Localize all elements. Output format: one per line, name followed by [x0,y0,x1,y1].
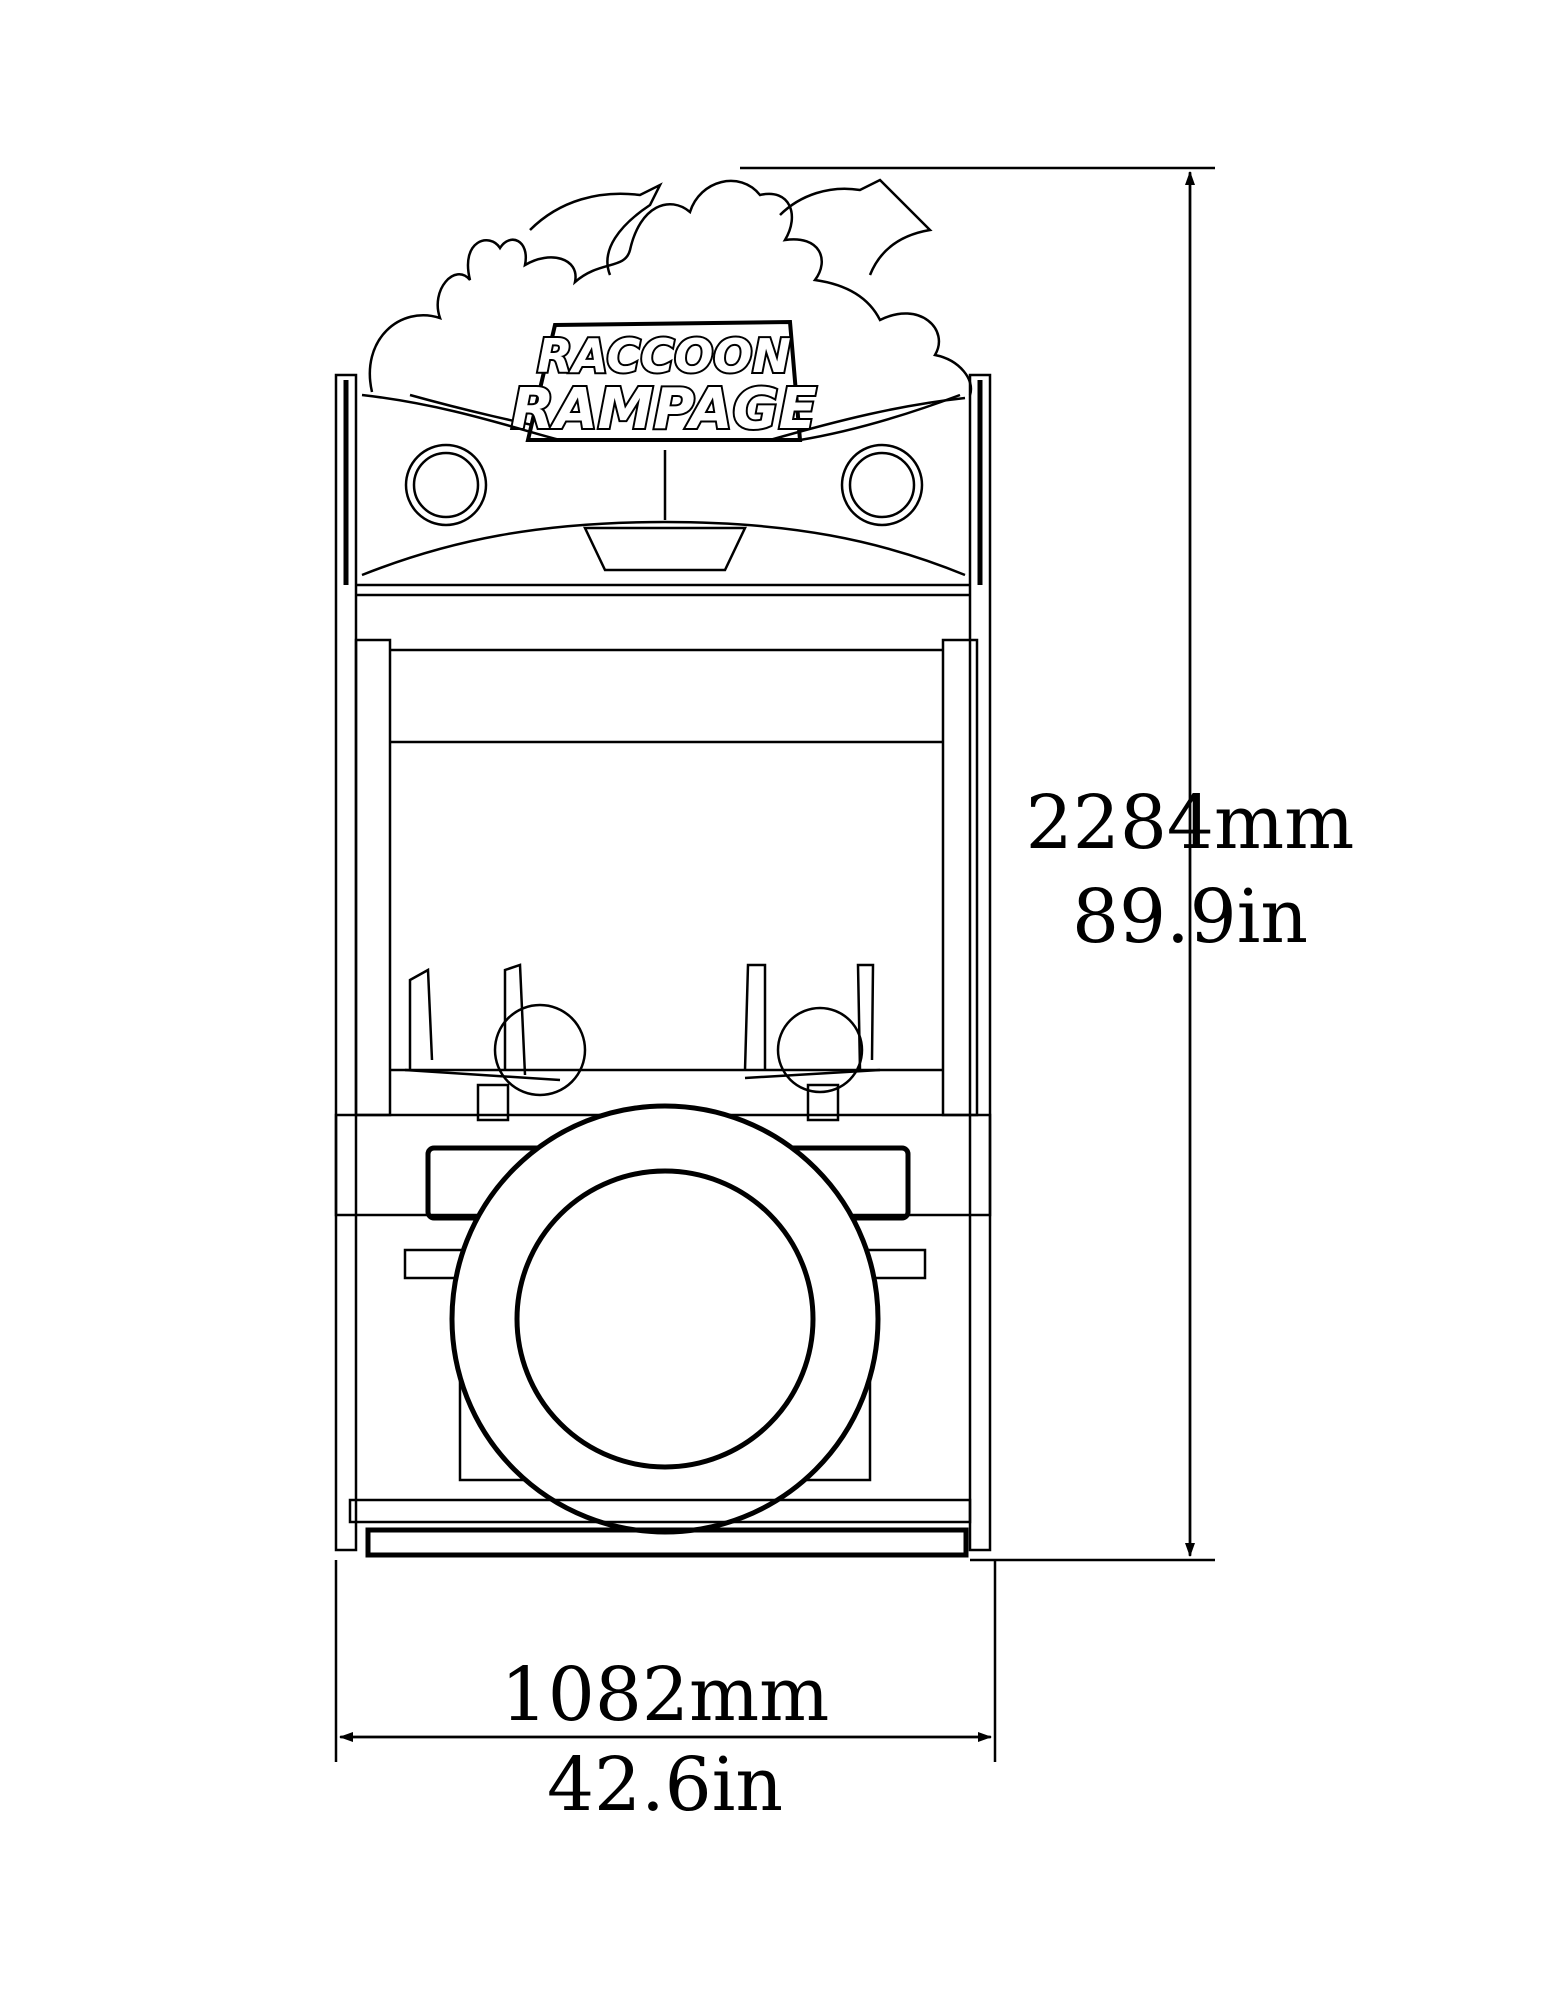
topper-artwork [368,178,973,442]
height-in-label: 89.9in [1072,874,1308,960]
width-dimension: 1082mm 42.6in [334,1560,997,1828]
wheel-inner [514,1168,816,1470]
logo-line-1: RACCOON [537,329,791,383]
cabinet-base [348,1498,972,1558]
height-mm-label: 2284mm [1026,780,1355,866]
right-speaker [840,443,924,527]
width-mm-label: 1082mm [501,1652,830,1738]
height-dimension: 2284mm 89.9in [740,166,1355,1562]
game-logo: RACCOON RAMPAGE [509,319,819,444]
width-in-label: 42.6in [547,1742,783,1828]
logo-line-2: RAMPAGE [511,377,817,442]
gun-controllers [404,963,881,1122]
left-speaker [404,443,488,527]
control-panel [334,1103,992,1535]
